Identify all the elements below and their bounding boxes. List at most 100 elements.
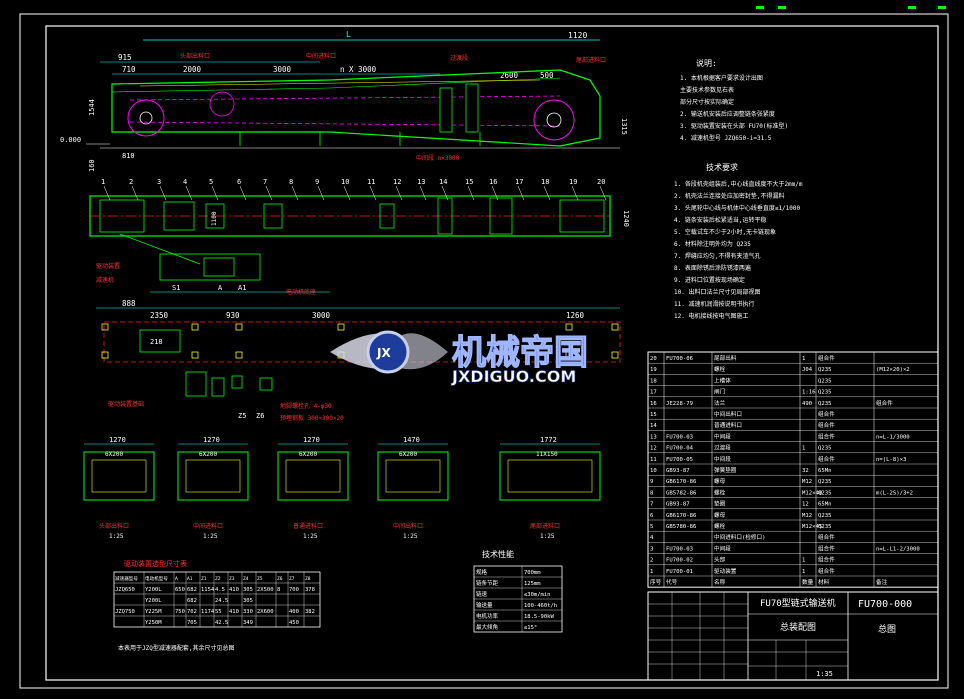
selection-cell: 8 bbox=[277, 587, 280, 593]
bom-cell: J04 bbox=[802, 367, 813, 373]
callout-leader bbox=[103, 185, 111, 201]
bom-cell: 尾部出料 bbox=[714, 354, 737, 362]
section-label: 中间进料口 bbox=[193, 522, 223, 530]
bom-header: 代号 bbox=[666, 578, 678, 586]
callout-leader bbox=[131, 185, 139, 201]
callout-number: 3 bbox=[157, 178, 161, 186]
bom-cell: 组合件 bbox=[818, 533, 835, 541]
dim-710: 710 bbox=[122, 65, 136, 74]
note-line: 1. 本机根据客户要求设计出图 bbox=[680, 74, 763, 82]
bom-cell: 1 bbox=[802, 356, 805, 362]
selection-header: A bbox=[175, 576, 178, 582]
callout-number: 14 bbox=[439, 178, 447, 186]
callout-number: 6 bbox=[237, 178, 241, 186]
bom-cell: 2 bbox=[650, 558, 653, 564]
svg-text:尾部进料口: 尾部进料口 bbox=[576, 56, 606, 64]
section-holes: 11X150 bbox=[536, 451, 558, 458]
bom-cell: 1 bbox=[802, 569, 805, 575]
selection-header: Z3 bbox=[229, 576, 235, 582]
bom-cell: 12 bbox=[802, 502, 809, 508]
params-key: 输送量 bbox=[476, 601, 493, 609]
bom-cell: 上槽体 bbox=[714, 376, 731, 384]
bom-cell: 组合件 bbox=[818, 556, 835, 564]
section-holes: 6X200 bbox=[399, 451, 417, 458]
bom-cell: n=L-1/3000 bbox=[876, 434, 910, 440]
tech-line: 1. 各段机壳组装后,中心线直线度不大于2mm/m bbox=[674, 180, 803, 188]
selection-header: A1 bbox=[187, 576, 193, 582]
bom-cell: M12 bbox=[802, 479, 812, 485]
title-block: FU70型链式输送机 总装配图 FU700-000 总图 1:35 bbox=[647, 591, 939, 681]
tech-line: 9. 进料口位置按现场确定 bbox=[674, 276, 745, 284]
bom-cell: 10 bbox=[650, 468, 657, 474]
selection-cell: Y250M bbox=[145, 620, 162, 626]
bom-cell: 组合件 bbox=[818, 567, 835, 575]
dim-1100: 1100 bbox=[211, 211, 218, 226]
bom-cell: M12 bbox=[802, 513, 812, 519]
callout-number: 13 bbox=[417, 178, 425, 186]
callout-number: 15 bbox=[465, 178, 473, 186]
bom-cell: Q235 bbox=[818, 390, 831, 396]
bom-cell: 组合件 bbox=[818, 421, 835, 429]
callout-leader bbox=[343, 185, 351, 201]
bom-cell: Q235 bbox=[818, 401, 831, 407]
tech-line: 3. 头尾轮中心线与机体中心线垂直度≤1/1000 bbox=[674, 204, 801, 212]
scale: 1:35 bbox=[816, 670, 833, 678]
tech-line: 8. 表面除锈后涂防锈漆两遍 bbox=[674, 264, 751, 272]
bom-cell: n=L-L1-2/3000 bbox=[876, 546, 920, 552]
callout-number: 17 bbox=[515, 178, 523, 186]
bom-cell: 9 bbox=[650, 479, 653, 485]
callout-leader bbox=[185, 185, 193, 201]
selection-cell: 682 bbox=[187, 587, 197, 593]
bom-cell: Q235 bbox=[818, 446, 831, 452]
tech-line: 2. 机壳法兰连接处应加密封垫,不得漏料 bbox=[674, 192, 784, 200]
section-inner bbox=[91, 459, 147, 493]
selection-cell: 1154 bbox=[201, 587, 215, 593]
svg-text:中间段 n×3000: 中间段 n×3000 bbox=[416, 154, 460, 162]
dim-A1: A1 bbox=[238, 284, 246, 292]
params-key: 链速 bbox=[476, 590, 488, 598]
selection-cell: 410 bbox=[229, 587, 239, 593]
bom-cell: 垫圈 bbox=[714, 500, 726, 508]
bom-cell: GB6170-86 bbox=[666, 479, 696, 485]
selection-cell: 705 bbox=[187, 620, 197, 626]
bom-cell: FU700-01 bbox=[666, 569, 693, 575]
bom-cell: GB5782-86 bbox=[666, 490, 696, 496]
bom-cell: Q235 bbox=[818, 524, 831, 530]
drawing-title-2: 总装配图 bbox=[780, 621, 816, 633]
section-scale: 1:25 bbox=[203, 533, 218, 540]
selection-cell: 349 bbox=[243, 620, 253, 626]
bom-cell: 螺栓 bbox=[714, 488, 726, 496]
bom-cell: 19 bbox=[650, 367, 657, 373]
callout-leader bbox=[369, 185, 377, 201]
bom-cell: 11 bbox=[650, 457, 657, 463]
bom-cell: Q235 bbox=[818, 513, 831, 519]
selection-header: 减速器型号 bbox=[115, 575, 138, 582]
watermark-en: JXDIGUO.COM bbox=[451, 367, 576, 386]
section-outline bbox=[83, 451, 155, 501]
callout-number: 16 bbox=[489, 178, 497, 186]
selection-cell: Y200L bbox=[145, 587, 162, 593]
bom-cell: 螺栓 bbox=[714, 522, 726, 530]
params-key: 规格 bbox=[476, 568, 488, 576]
bom-cell: 12 bbox=[650, 446, 657, 452]
callout-leader bbox=[599, 185, 607, 201]
svg-text:预埋钢板 300×300×20: 预埋钢板 300×300×20 bbox=[280, 414, 344, 422]
tech-line: 12. 电机接线按电气图施工 bbox=[674, 312, 748, 320]
selection-header: Z5 bbox=[257, 576, 263, 582]
callout-leader bbox=[571, 185, 579, 201]
bom-cell: 13 bbox=[650, 434, 657, 440]
section-inner bbox=[385, 459, 441, 493]
section-width: 1470 bbox=[403, 436, 420, 444]
bom-cell: Q235 bbox=[818, 479, 831, 485]
dim-L: L bbox=[346, 30, 351, 39]
svg-text:中间进料口: 中间进料口 bbox=[306, 52, 336, 60]
selection-cell: 1174 bbox=[201, 609, 215, 615]
sheet-name: 总图 bbox=[878, 623, 896, 635]
selection-cell: 410 bbox=[229, 609, 239, 615]
dim-2600: 2600 bbox=[500, 71, 519, 80]
section-holes: 6X200 bbox=[105, 451, 123, 458]
section-outline bbox=[377, 451, 449, 501]
outer-frame bbox=[19, 13, 949, 689]
